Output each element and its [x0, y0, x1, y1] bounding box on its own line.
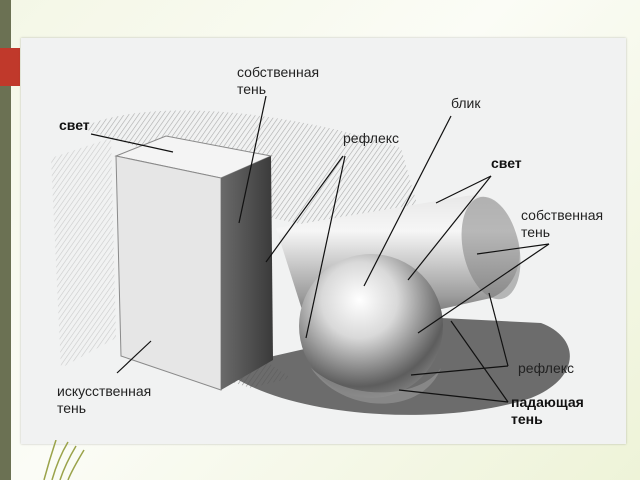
label-reflex-bottom: рефлекс: [518, 360, 575, 376]
leader-cast-shadow-1: [450, 320, 509, 403]
label-cast-shadow-line1: падающая: [511, 394, 584, 410]
box-front: [115, 155, 222, 391]
label-own-shadow-right-line1: собственная: [521, 207, 604, 223]
box-side: [221, 156, 273, 390]
leader-own-shadow-top: [238, 95, 267, 224]
still-life-drawing: [51, 95, 570, 415]
leader-light-left: [90, 133, 174, 153]
label-artificial-shadow: искусственная тень: [57, 383, 151, 417]
drawing-photo: собственная тень блик свет рефлекс свет …: [21, 38, 626, 444]
label-highlight: блик: [451, 95, 481, 111]
sphere: [299, 254, 443, 398]
label-reflex-top: рефлекс: [343, 130, 400, 146]
label-light-right: свет: [491, 155, 522, 171]
leader-reflex-bottom-2: [410, 365, 509, 376]
leader-lines: [90, 95, 550, 403]
leader-own-shadow-right-2: [417, 243, 550, 334]
label-artificial-shadow-line1: искусственная: [57, 383, 152, 399]
label-cast-shadow-line2: тень: [511, 411, 543, 427]
label-own-shadow-right-line2: тень: [521, 224, 551, 240]
background-shadow-left: [51, 138, 116, 368]
label-own-shadow-top-line2: тень: [237, 81, 267, 97]
label-own-shadow-top: собственная тень: [237, 64, 319, 98]
leader-own-shadow-right-1: [476, 243, 550, 255]
decor-corner-lines: [43, 440, 85, 480]
label-own-shadow-right: собственная тень: [521, 207, 603, 241]
leader-reflex-top-1: [265, 155, 344, 263]
red-accent-marker: [0, 48, 20, 86]
label-cast-shadow: падающая тень: [511, 394, 584, 428]
sphere-reflex: [311, 368, 441, 404]
leader-highlight: [363, 115, 452, 287]
leader-artificial-shadow: [116, 340, 152, 374]
label-own-shadow-top-line1: собственная: [237, 64, 320, 80]
left-decor-bar: [0, 0, 11, 480]
label-artificial-shadow-line2: тень: [57, 400, 87, 416]
leader-light-right-1: [435, 175, 492, 204]
leader-reflex-bottom-1: [488, 292, 509, 367]
label-light-left: свет: [59, 117, 90, 133]
leader-reflex-top-2: [305, 155, 346, 339]
leader-light-right-2: [407, 175, 492, 281]
leader-cast-shadow-2: [398, 389, 509, 403]
